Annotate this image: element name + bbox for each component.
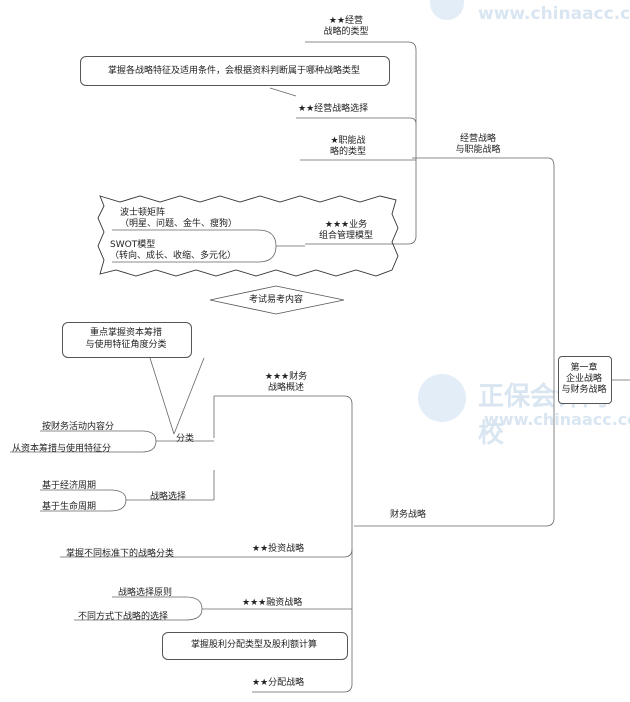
portfolio-zigzag-frame [97, 195, 399, 277]
financing-principle: 战略选择原则 [118, 588, 173, 598]
swot-model-line1: SWOT模型 [110, 240, 156, 250]
distribution-note-box [162, 632, 348, 660]
class-note-pointer-2 [173, 357, 205, 435]
center-topic-line3: 与财务战略 [561, 385, 607, 395]
operating-type-line1: ★★经营 [328, 16, 364, 26]
center-topic-line1: 第一章 [570, 363, 598, 373]
functional-type-line1: ★职能战 [330, 136, 366, 146]
bcg-matrix-line1: 波士顿矩阵 [120, 208, 166, 218]
financial-spine [214, 395, 353, 693]
swot-model-line2: （转向、成长、收缩、多元化） [110, 251, 237, 261]
trunk-line [354, 157, 555, 527]
class-by-activity: 按财务活动内容分 [42, 422, 115, 432]
class-note-line2: 与使用特征角度分类 [85, 340, 167, 350]
distribution-note: 掌握股利分配类型及股利额计算 [190, 640, 317, 650]
operating-branch-label-line2: 与职能战略 [455, 145, 501, 155]
watermark-logo-top-icon [430, 0, 464, 20]
operating-choice: ★★经营战略选择 [298, 104, 369, 114]
operating-choice-line [296, 117, 417, 125]
type-note-pointer [269, 87, 297, 97]
investment-line [60, 548, 353, 558]
center-topic-line2: 企业战略 [565, 374, 602, 384]
distribution-strategy: ★★分配战略 [252, 678, 305, 688]
class-by-capital: 从资本筹措与使用特征分 [12, 444, 112, 454]
portfolio-model-line2: 组合管理模型 [318, 231, 373, 241]
choice-by-lifecycle: 基于生命周期 [42, 502, 97, 512]
operating-branch-label-line1: 经营战略 [459, 134, 496, 144]
bcg-matrix-line2: （明星、问题、金牛、瘦狗） [120, 219, 238, 229]
exam-badge-diamond [209, 285, 345, 315]
portfolio-model-line1: ★★★业务 [324, 220, 368, 230]
investment-note: 掌握不同标准下的战略分类 [66, 549, 175, 559]
class-note-pointer [149, 357, 175, 435]
classification-label: 分类 [176, 434, 195, 444]
type-note-box [80, 56, 390, 86]
functional-type-line2: 略的类型 [329, 147, 366, 157]
operating-type-line2: 战略的类型 [323, 27, 369, 37]
watermark-logo-mid-icon [418, 374, 466, 422]
choice-by-economic: 基于经济周期 [42, 481, 97, 491]
class-note-box [62, 322, 192, 358]
exam-badge-label: 考试易考内容 [248, 295, 303, 305]
watermark-url-mid: www.chinaacc.com [484, 410, 630, 429]
financing-modes: 不同方式下战略的选择 [78, 612, 169, 622]
financial-overview-line1: ★★★财务 [264, 372, 308, 382]
watermark-url-top: www.chinaacc.com [478, 4, 630, 24]
class-note-line1: 重点掌握资本筹措 [89, 328, 162, 338]
center-topic-box [558, 356, 612, 404]
financial-branch-label: 财务战略 [390, 510, 427, 520]
choice-label: 战略选择 [150, 492, 187, 502]
financing-strategy: ★★★融资战略 [242, 598, 303, 608]
investment-strategy: ★★投资战略 [252, 544, 305, 554]
operating-type-note: 掌握各战略特征及适用条件，会根据资料判断属于哪种战略类型 [107, 66, 360, 76]
financial-overview-line2: 战略概述 [267, 383, 304, 393]
operating-spine [305, 41, 417, 245]
